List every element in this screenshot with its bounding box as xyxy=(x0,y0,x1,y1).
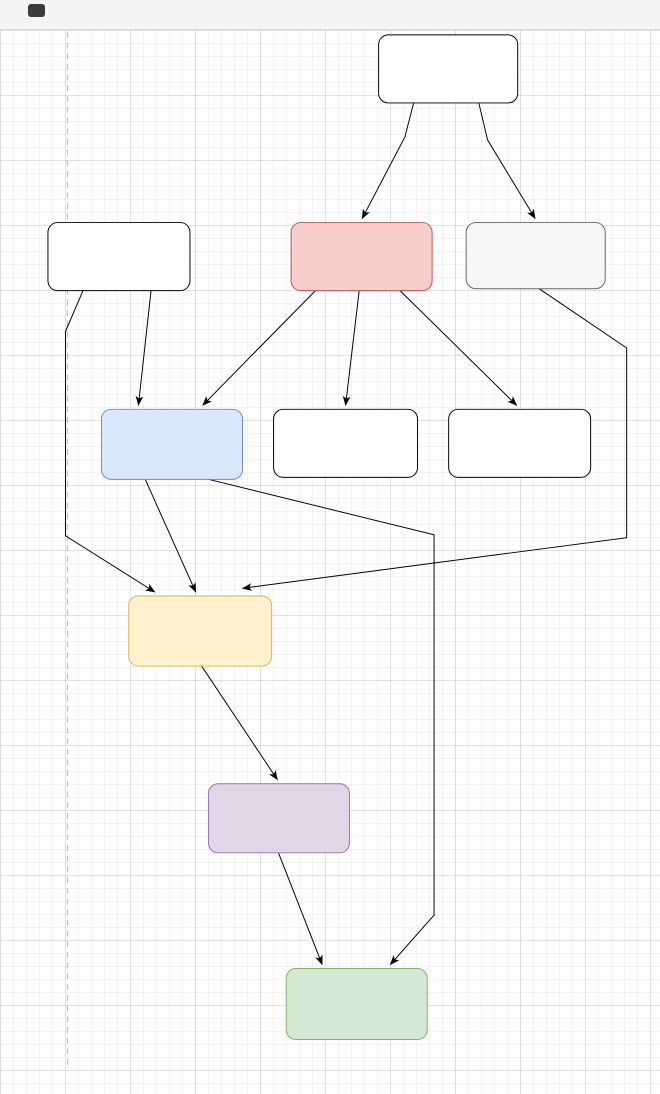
edge-blue-green[interactable] xyxy=(208,478,435,966)
edge-leftwhite-yellow[interactable] xyxy=(64,290,156,593)
edge-root-gray[interactable] xyxy=(478,102,536,220)
node-root[interactable] xyxy=(378,34,519,104)
edge-red-rightwhite[interactable] xyxy=(399,290,518,406)
node-green[interactable] xyxy=(285,968,428,1041)
node-gray[interactable] xyxy=(465,222,606,290)
edge-yellow-purple[interactable] xyxy=(201,665,278,781)
diagram-canvas[interactable] xyxy=(0,30,660,1094)
nodes-layer xyxy=(47,34,606,1041)
node-mid-white[interactable] xyxy=(273,408,419,478)
edge-red-midwhite[interactable] xyxy=(342,290,360,406)
top-bar xyxy=(0,0,660,30)
node-red[interactable] xyxy=(290,222,433,292)
node-left-white[interactable] xyxy=(47,222,191,292)
diagram-svg xyxy=(47,31,628,1065)
node-right-white[interactable] xyxy=(448,408,592,478)
edge-root-red[interactable] xyxy=(361,102,415,220)
node-yellow[interactable] xyxy=(128,595,273,667)
edges-layer xyxy=(64,102,628,966)
edge-purple-green[interactable] xyxy=(278,852,323,966)
edge-blue-yellow[interactable] xyxy=(144,479,197,593)
edge-red-blue[interactable] xyxy=(202,290,316,406)
edge-leftwhite-blue[interactable] xyxy=(135,290,152,406)
node-purple[interactable] xyxy=(207,783,350,854)
node-blue[interactable] xyxy=(100,408,243,480)
toolbar-fragment[interactable] xyxy=(28,4,45,17)
